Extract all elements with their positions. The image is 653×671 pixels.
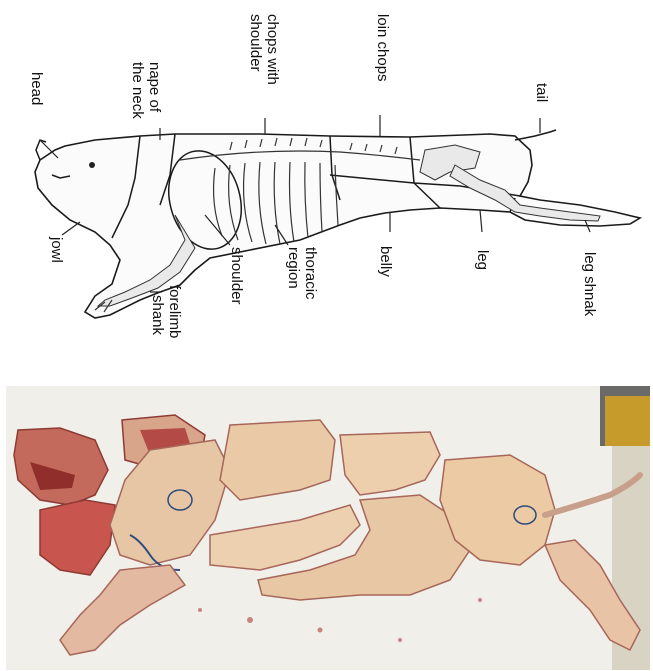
label-head: head <box>28 72 45 105</box>
label-thoracic-1: thoracic <box>302 247 319 300</box>
label-shoulder: shoulder <box>228 247 245 305</box>
eye-icon <box>89 162 95 168</box>
label-jowl: jowl <box>48 236 65 263</box>
photo-board-edge <box>605 396 650 446</box>
label-belly: belly <box>377 246 394 277</box>
label-forelimb-1: forelimb <box>166 285 183 338</box>
label-nape-1: nape of <box>146 62 163 113</box>
label-tail: tail <box>533 83 550 102</box>
carcass-photo <box>6 386 650 670</box>
label-loin-chops: loin chops <box>374 14 391 82</box>
label-chops-2: shoulder <box>247 14 264 72</box>
label-nape-2: the neck <box>129 62 146 119</box>
carcass-outline <box>35 134 640 318</box>
label-leg: leg <box>474 250 491 270</box>
label-leg-shank: leg shnak <box>581 252 598 317</box>
label-forelimb-2: shank <box>149 295 166 336</box>
label-chops-1: chops with <box>264 14 281 85</box>
label-thoracic-2: region <box>285 247 302 289</box>
tail-shape <box>515 130 556 140</box>
carcass-diagram: head nape of the neck chops with shoulde… <box>28 14 640 338</box>
